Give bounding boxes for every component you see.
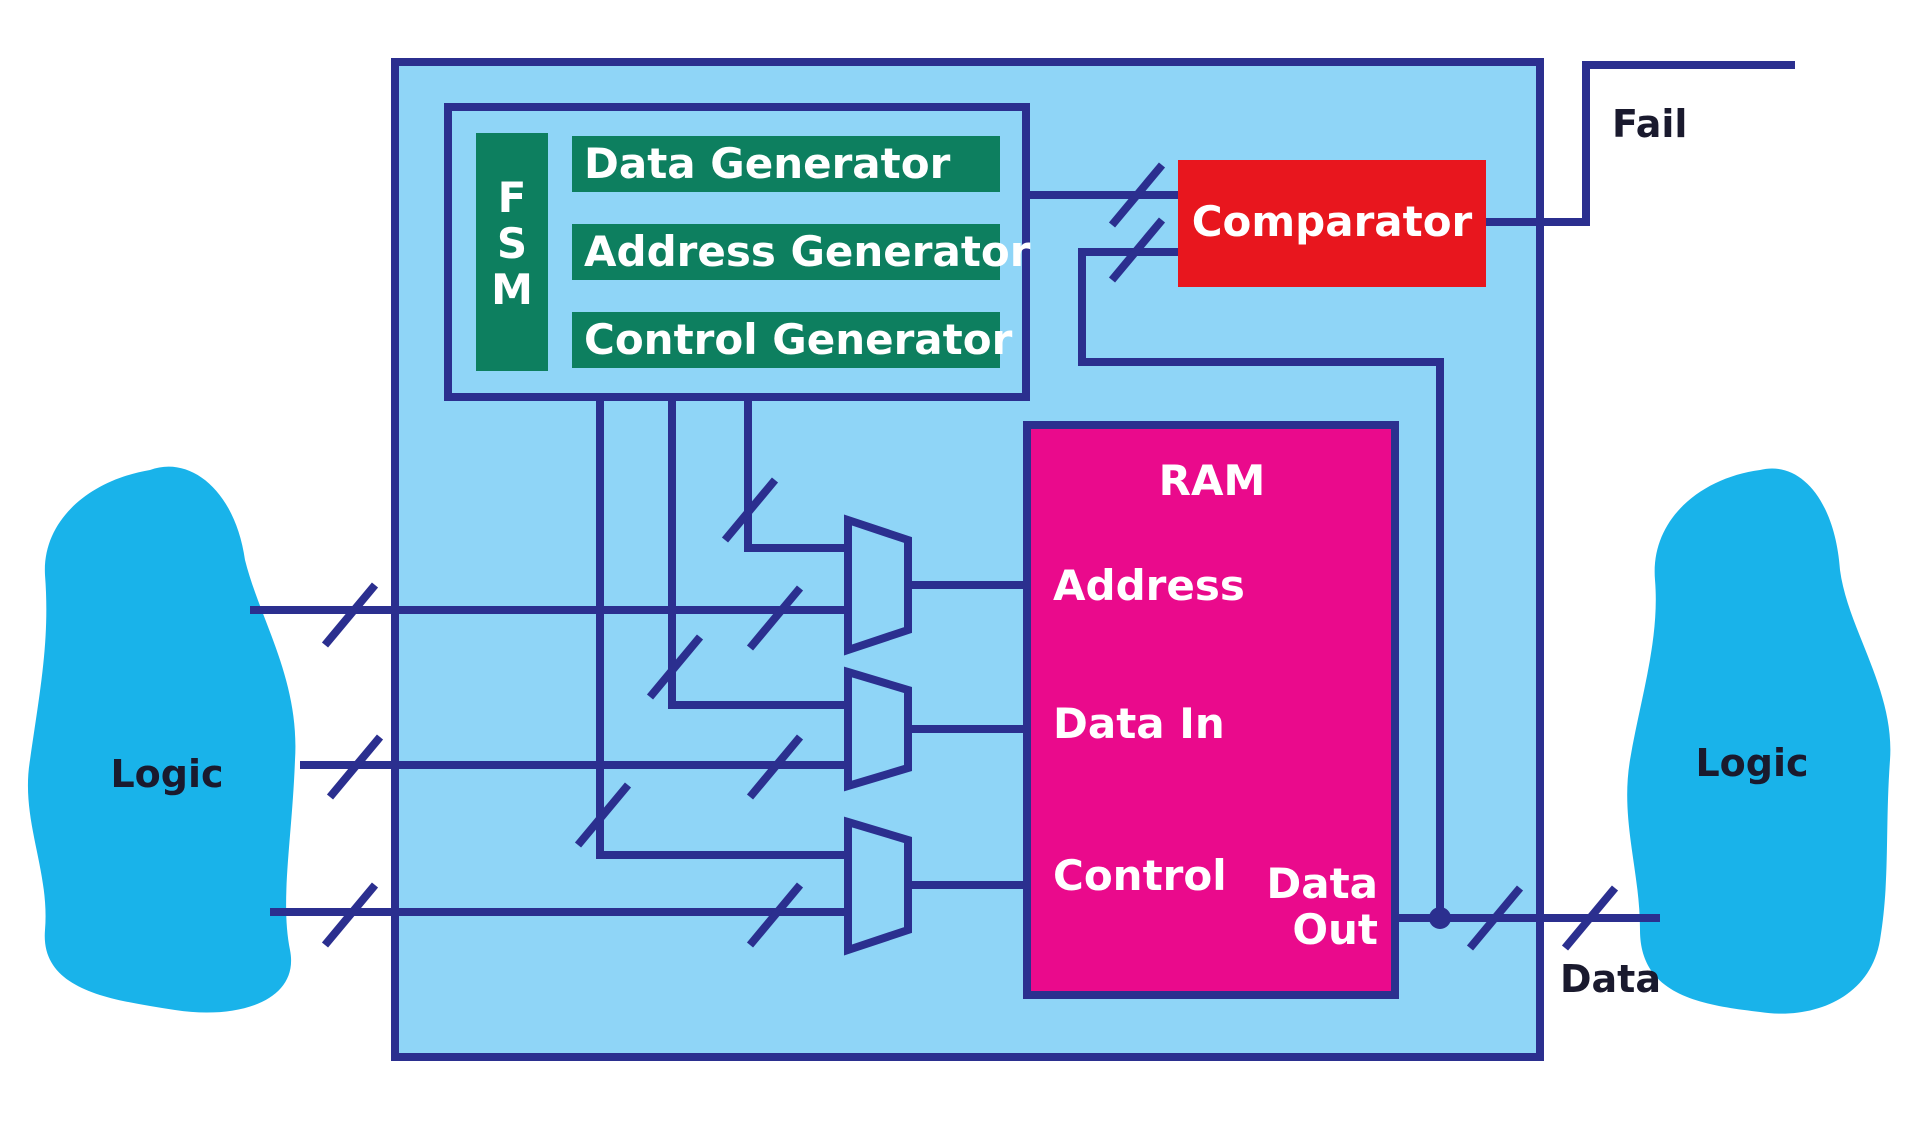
ram-data-out-line2: Out [1292, 905, 1378, 954]
ram-block [1023, 421, 1399, 999]
ram-data-out-line1: Data [1266, 859, 1378, 908]
ram-address-port: Address [1053, 561, 1245, 610]
ram-title: RAM [1159, 456, 1266, 505]
data-label: Data [1560, 957, 1661, 1001]
ram-control-port: Control [1053, 851, 1227, 900]
wires [250, 61, 1795, 922]
logic-right-label: Logic [1695, 741, 1808, 785]
mux-control [844, 816, 912, 956]
address-generator-block [572, 224, 1000, 280]
control-generator-label: Control Generator [584, 315, 1013, 364]
bus-slashes [321, 162, 1619, 951]
comparator-block [1178, 160, 1486, 287]
logic-cloud-left [27, 466, 296, 1013]
logic-cloud-right [1627, 468, 1891, 1014]
fsm-block [476, 133, 548, 371]
data-out-junction [1429, 907, 1451, 929]
ram-data-in-port: Data In [1053, 699, 1225, 748]
address-generator-label: Address Generator [584, 227, 1031, 276]
comparator-label: Comparator [1192, 197, 1473, 246]
control-generator-block [572, 312, 1000, 368]
fsm-letter-f: F [498, 173, 527, 222]
mux-data-in [844, 666, 912, 792]
fail-label: Fail [1612, 102, 1687, 146]
data-generator-label: Data Generator [584, 139, 951, 188]
data-generator-block [572, 136, 1000, 192]
fsm-letter-s: S [497, 219, 527, 268]
logic-left-label: Logic [110, 752, 223, 796]
mux-address [844, 514, 912, 656]
fsm-letter-m: M [491, 265, 533, 314]
